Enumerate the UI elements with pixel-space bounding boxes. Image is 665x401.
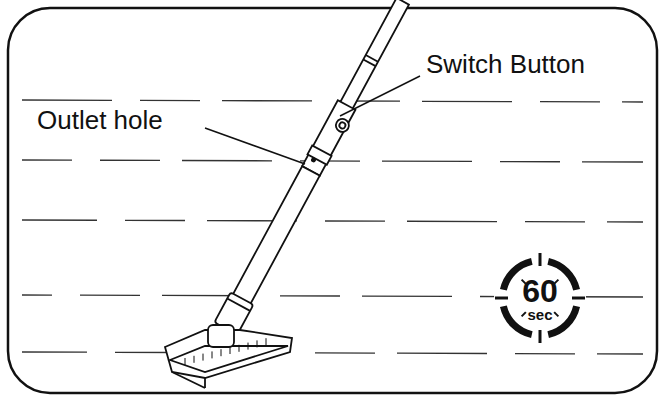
timer-unit: sec [494, 307, 586, 322]
leader-line [205, 128, 305, 164]
leader-line [340, 76, 420, 116]
water-line [22, 100, 643, 102]
vacuum-pole [202, 0, 414, 357]
part-label: Switch Button [423, 50, 588, 79]
part-label: Outlet hole [34, 106, 166, 135]
frame [8, 8, 657, 393]
timer-icon: 60sec [494, 252, 586, 344]
water-line [22, 220, 643, 222]
water-line [22, 352, 643, 354]
water-line [22, 160, 643, 162]
brush-head [165, 325, 292, 388]
timer-number: 60 [494, 275, 586, 307]
timer-text: 60sec [494, 275, 586, 322]
water-lines [22, 100, 643, 354]
switch-button [334, 117, 352, 135]
